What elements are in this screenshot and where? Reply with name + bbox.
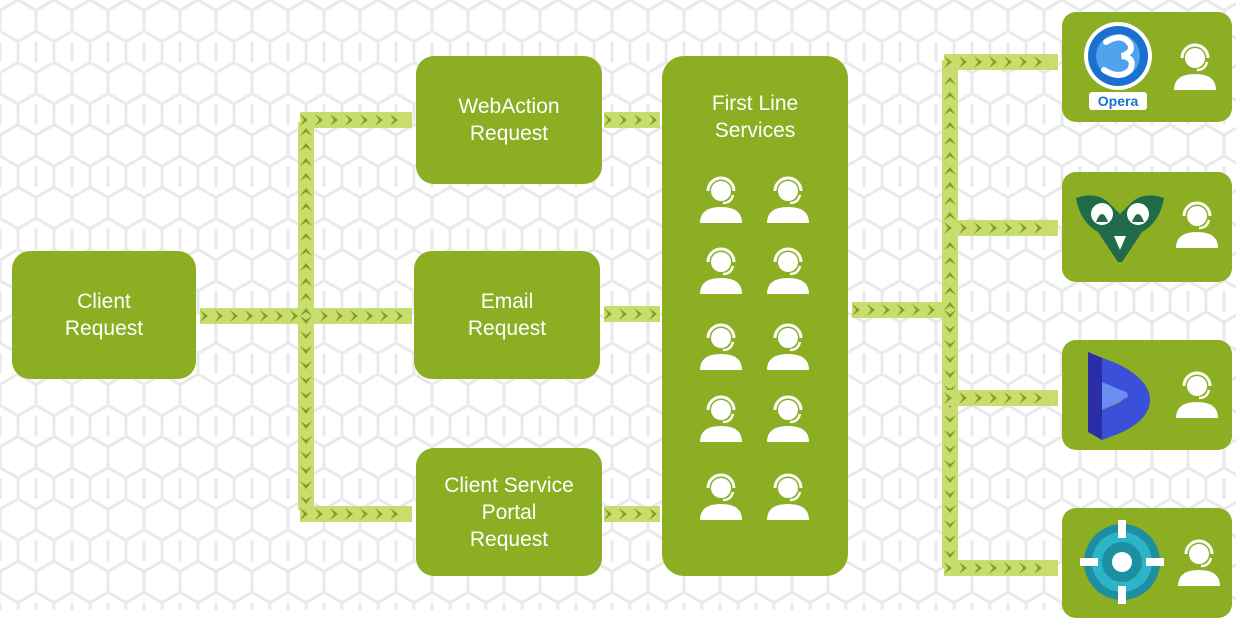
arrow-to-owl: [944, 220, 1058, 236]
arrow-to-portal: [300, 506, 412, 522]
support-agent-icon: [767, 395, 809, 442]
client-request-box: Client Request: [12, 251, 196, 379]
arrow-to-dynamics: [944, 390, 1058, 406]
first-line-services-label: First Line Services: [711, 92, 799, 142]
support-agent-icon: [767, 176, 809, 223]
arrow-email-to-fls: [604, 306, 660, 322]
arrow-to-webaction: [300, 112, 412, 128]
support-agent-icon: [700, 323, 742, 370]
webaction-request-label: WebAction Request: [458, 95, 560, 145]
arrow-trunk-up: [298, 122, 314, 316]
support-agent-icon: [700, 176, 742, 223]
portal-request-label: Client Service Portal Request: [444, 473, 574, 551]
client-request-label: Client Request: [64, 290, 144, 340]
agent-grid: [700, 176, 809, 520]
support-agent-icon: [700, 247, 742, 294]
dynamics-system-card: [1062, 340, 1232, 450]
portal-request-box: Client Service Portal Request: [416, 448, 602, 576]
owl-system-card: [1062, 172, 1232, 282]
arrow-right-trunk-up: [942, 60, 958, 310]
business-central-system-card: [1062, 508, 1232, 618]
support-agent-icon: [700, 395, 742, 442]
arrow-fls-to-trunk: [852, 302, 946, 318]
arrow-to-business-central: [944, 560, 1058, 576]
support-agent-icon: [700, 473, 742, 520]
first-line-services-box: First Line Services: [662, 56, 848, 576]
arrow-trunk-down: [298, 316, 314, 510]
opera-system-card: [1062, 12, 1232, 122]
email-request-box: Email Request: [414, 251, 600, 379]
email-request-label: Email Request: [467, 290, 547, 340]
webaction-request-box: WebAction Request: [416, 56, 602, 184]
arrow-to-opera: [944, 54, 1058, 70]
arrow-portal-to-fls: [604, 506, 660, 522]
support-agent-icon: [767, 473, 809, 520]
support-agent-icon: [767, 323, 809, 370]
arrow-right-trunk-down: [942, 310, 958, 568]
support-agent-icon: [767, 247, 809, 294]
arrow-webaction-to-fls: [604, 112, 660, 128]
